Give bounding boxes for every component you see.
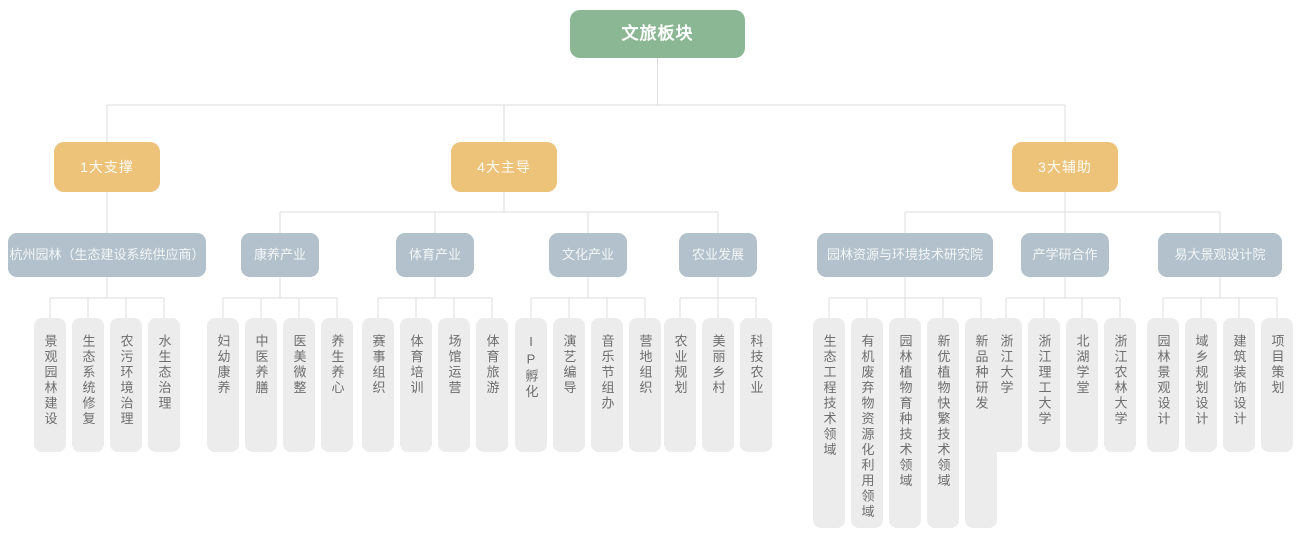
leaf-node: 科技农业 [740, 318, 772, 452]
category-node-industry-academia: 产学研合作 [1021, 233, 1109, 277]
branch-node-support: 1大支撑 [54, 142, 160, 192]
category-node-agriculture: 农业发展 [679, 233, 757, 277]
leaf-node: 美丽乡村 [702, 318, 734, 452]
leaf-node: 医美微整 [283, 318, 315, 452]
leaf-node: 中医养膳 [245, 318, 277, 452]
leaf-node: 场馆运营 [438, 318, 470, 452]
leaf-node: 营地组织 [629, 318, 661, 452]
leaf-group-agriculture: 农业规划 美丽乡村 科技农业 [664, 318, 772, 452]
leaf-node: 妇幼康养 [207, 318, 239, 452]
leaf-node: 生态系统修复 [72, 318, 104, 452]
leaf-group-culture: IP孵化 演艺编导 音乐节组办 营地组织 [515, 318, 661, 452]
leaf-group-hangzhou-garden: 景观园林建设 生态系统修复 农污环境治理 水生态治理 [34, 318, 180, 452]
leaf-node: 浙江农林大学 [1104, 318, 1136, 452]
leaf-group-wellness: 妇幼康养 中医养膳 医美微整 养生养心 [207, 318, 353, 452]
leaf-node: 新优植物快繁技术领域 [927, 318, 959, 528]
leaf-node: 浙江理工大学 [1028, 318, 1060, 452]
leaf-node: 有机废弃物资源化利用领域 [851, 318, 883, 528]
leaf-node: 农污环境治理 [110, 318, 142, 452]
leaf-group-research-institute: 生态工程技术领域 有机废弃物资源化利用领域 园林植物育种技术领域 新优植物快繁技… [813, 318, 997, 528]
category-node-hangzhou-garden: 杭州园林（生态建设系统供应商） [8, 233, 206, 277]
leaf-node: 农业规划 [664, 318, 696, 452]
leaf-node: 养生养心 [321, 318, 353, 452]
leaf-node: 园林植物育种技术领域 [889, 318, 921, 528]
leaf-node: 演艺编导 [553, 318, 585, 452]
leaf-node: 项目策划 [1261, 318, 1293, 452]
category-node-wellness: 康养产业 [241, 233, 319, 277]
leaf-node: 音乐节组办 [591, 318, 623, 452]
leaf-node: 园林景观设计 [1147, 318, 1179, 452]
category-node-culture: 文化产业 [549, 233, 627, 277]
leaf-group-yida-design: 园林景观设计 域乡规划设计 建筑装饰设计 项目策划 [1147, 318, 1293, 452]
leaf-node: 赛事组织 [362, 318, 394, 452]
leaf-node: 体育旅游 [476, 318, 508, 452]
leaf-node: 域乡规划设计 [1185, 318, 1217, 452]
leaf-node: 体育培训 [400, 318, 432, 452]
leaf-node: 浙江大学 [990, 318, 1022, 452]
leaf-node: 水生态治理 [148, 318, 180, 452]
leaf-node: 生态工程技术领域 [813, 318, 845, 528]
category-node-sports: 体育产业 [396, 233, 474, 277]
leaf-group-industry-academia: 浙江大学 浙江理工大学 北湖学堂 浙江农林大学 [990, 318, 1136, 452]
category-node-yida-design: 易大景观设计院 [1158, 233, 1282, 277]
leaf-node: IP孵化 [515, 318, 547, 452]
leaf-group-sports: 赛事组织 体育培训 场馆运营 体育旅游 [362, 318, 508, 452]
root-node: 文旅板块 [570, 10, 745, 58]
branch-node-auxiliary: 3大辅助 [1012, 142, 1118, 192]
leaf-node: 建筑装饰设计 [1223, 318, 1255, 452]
leaf-node: 北湖学堂 [1066, 318, 1098, 452]
leaf-node: 景观园林建设 [34, 318, 66, 452]
branch-node-leading: 4大主导 [451, 142, 557, 192]
category-node-research-institute: 园林资源与环境技术研究院 [817, 233, 993, 277]
